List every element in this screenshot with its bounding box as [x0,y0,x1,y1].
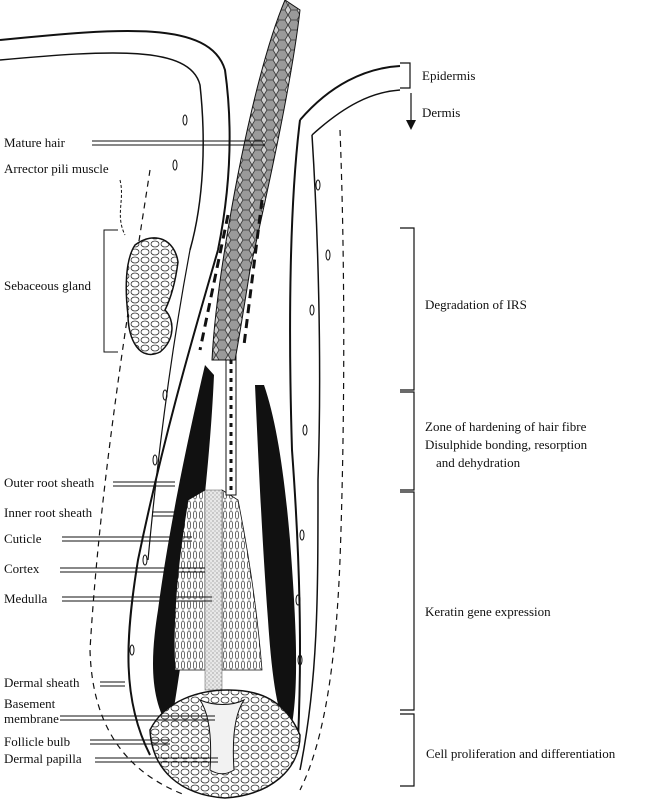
label-hardening-line3: and dehydration [436,455,521,470]
follicle-wall-right-dashed [299,129,345,791]
epidermis-right-inner [311,89,401,136]
follicle-wall-right-inner [299,134,321,771]
follicle-wall-left-inner [147,249,191,561]
epidermis-right-outer [299,65,401,121]
label-dermal-papilla: Dermal papilla [4,751,82,766]
epidermis-left-inner [0,52,204,251]
arrector-pili-muscle [119,179,126,236]
label-dermis: Dermis [422,105,460,120]
cortex-region [173,489,206,671]
label-degradation-irs: Degradation of IRS [425,297,527,312]
label-arrector-pili: Arrector pili muscle [4,161,109,176]
label-outer-root-sheath: Outer root sheath [4,475,95,490]
follicle-wall-left-outer [127,249,219,756]
label-follicle-bulb: Follicle bulb [4,734,70,749]
label-dermal-sheath: Dermal sheath [4,675,80,690]
label-basement-line1: Basement [4,696,56,711]
label-sebaceous-gland: Sebaceous gland [4,278,92,293]
label-cell-proliferation: Cell proliferation and differentiation [426,746,616,761]
follicle-wall-right-outer [289,119,301,741]
medulla [204,489,223,691]
dermis-arrow [406,93,416,130]
label-mature-hair: Mature hair [4,135,66,150]
dermal-papilla [198,698,246,775]
label-hardening-line2: Disulphide bonding, resorption [425,437,588,452]
right-brackets [400,62,415,787]
cortex-region-right [221,489,263,671]
label-inner-root-sheath: Inner root sheath [4,505,93,520]
label-cortex: Cortex [4,561,40,576]
outer-root-sheath-right [255,385,297,735]
label-medulla: Medulla [4,591,48,606]
sebaceous-gland [125,237,179,355]
epidermis-left-outer [0,29,231,251]
label-keratin-expression: Keratin gene expression [425,604,551,619]
label-cuticle: Cuticle [4,531,42,546]
mature-hair-shaft [198,0,301,361]
leader-lines-left [60,140,265,763]
label-basement-line2: membrane [4,711,59,726]
label-hardening-line1: Zone of hardening of hair fibre [425,419,587,434]
sebaceous-bracket [103,229,118,353]
label-epidermis: Epidermis [422,68,475,83]
